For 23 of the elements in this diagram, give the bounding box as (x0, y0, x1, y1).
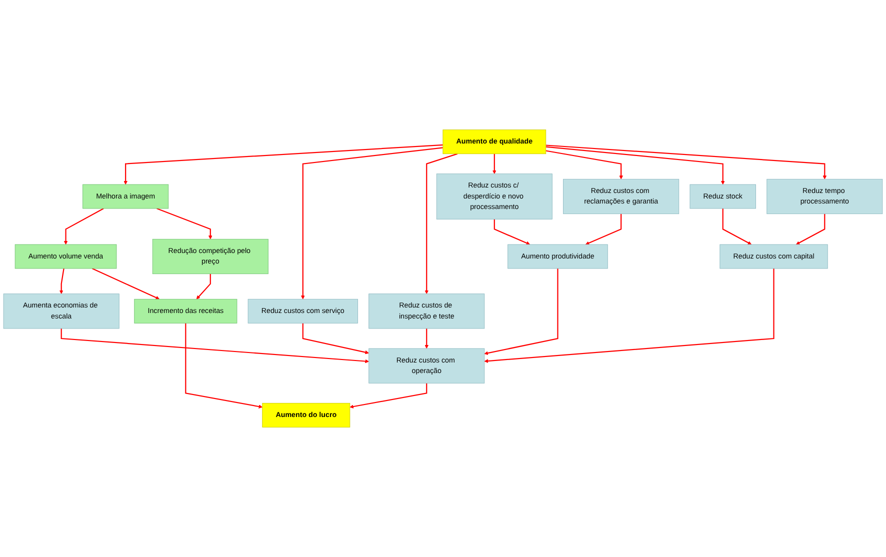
arrow (585, 214, 622, 245)
arrow (156, 208, 212, 240)
arrow (196, 274, 211, 300)
arrow (60, 328, 369, 364)
arrow (185, 323, 263, 408)
arrow (546, 146, 725, 185)
arrow (59, 268, 64, 294)
arrow (350, 383, 428, 408)
arrow (494, 219, 530, 245)
arrow (424, 328, 429, 349)
arrow (302, 323, 369, 354)
arrow (424, 153, 458, 294)
arrow (796, 214, 826, 245)
arrow (546, 150, 624, 180)
arrow (64, 208, 104, 245)
arrow (546, 144, 827, 180)
arrow (484, 268, 558, 355)
arrow (300, 147, 443, 300)
arrow (484, 268, 774, 363)
arrow (124, 144, 443, 185)
arrow (492, 154, 496, 174)
arrow (92, 268, 160, 300)
arrow (722, 208, 752, 245)
